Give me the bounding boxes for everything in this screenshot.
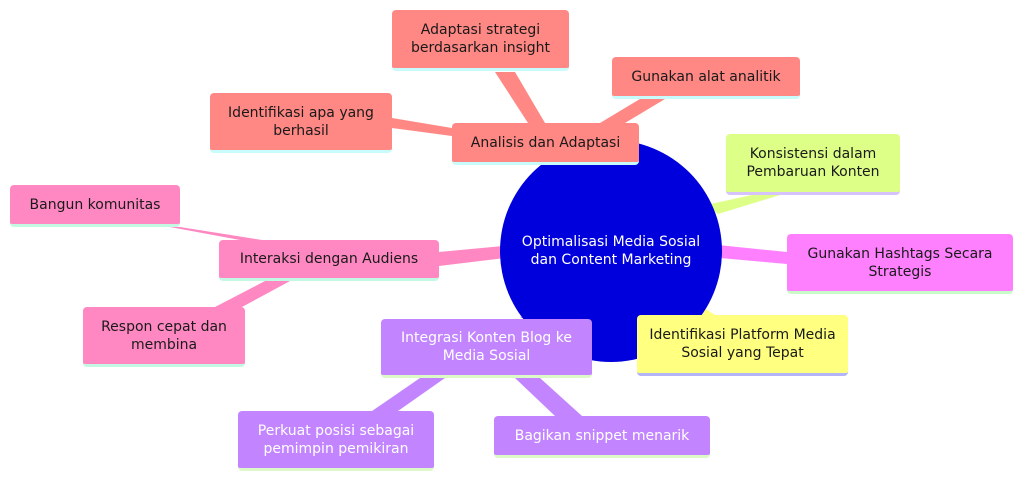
link-center-interaksi bbox=[439, 246, 505, 266]
branch-label: Analisis dan Adaptasi bbox=[470, 134, 621, 151]
branch-identifikasi-platform[interactable]: Identifikasi Platform Media Sosial yang … bbox=[637, 315, 848, 376]
link-analisis-gunakan-alat bbox=[600, 99, 665, 123]
leaf-gunakan-alat-analitik[interactable]: Gunakan alat analitik bbox=[612, 57, 800, 99]
leaf-bangun-komunitas[interactable]: Bangun komunitas bbox=[10, 185, 180, 227]
central-topic-label: Optimalisasi Media Sosial dan Content Ma… bbox=[521, 234, 701, 268]
branch-analisis-adaptasi[interactable]: Analisis dan Adaptasi bbox=[452, 123, 639, 165]
link-analisis-identifikasi bbox=[392, 118, 452, 136]
branch-konsistensi[interactable]: Konsistensi dalam Pembaruan Konten bbox=[726, 134, 900, 195]
leaf-label: Adaptasi strategi berdasarkan insight bbox=[410, 22, 551, 56]
leaf-identifikasi-berhasil[interactable]: Identifikasi apa yang berhasil bbox=[210, 93, 392, 153]
leaf-label: Bangun komunitas bbox=[29, 196, 161, 213]
link-interaksi-bangun bbox=[170, 227, 262, 240]
leaf-label: Respon cepat dan membina bbox=[101, 318, 227, 353]
link-integrasi-bagikan bbox=[515, 378, 582, 416]
branch-label: Gunakan Hashtags Secara Strategis bbox=[807, 245, 993, 280]
leaf-respon-cepat[interactable]: Respon cepat dan membina bbox=[83, 307, 245, 367]
leaf-label: Bagikan snippet menarik bbox=[514, 427, 690, 444]
branch-label: Interaksi dengan Audiens bbox=[239, 251, 419, 267]
link-center-konsistensi bbox=[706, 195, 780, 214]
leaf-bagikan-snippet[interactable]: Bagikan snippet menarik bbox=[494, 416, 710, 458]
leaf-perkuat-posisi[interactable]: Perkuat posisi sebagai pemimpin pemikira… bbox=[238, 411, 434, 471]
leaf-label: Perkuat posisi sebagai pemimpin pemikira… bbox=[257, 422, 415, 457]
leaf-adaptasi-strategi[interactable]: Adaptasi strategi berdasarkan insight bbox=[392, 10, 569, 71]
branch-hashtags[interactable]: Gunakan Hashtags Secara Strategis bbox=[787, 234, 1013, 294]
branch-label: Konsistensi dalam Pembaruan Konten bbox=[746, 146, 880, 180]
branch-interaksi-audiens[interactable]: Interaksi dengan Audiens bbox=[219, 240, 439, 281]
branch-label: Identifikasi Platform Media Sosial yang … bbox=[649, 327, 836, 361]
link-integrasi-perkuat bbox=[372, 378, 445, 411]
leaf-label: Identifikasi apa yang berhasil bbox=[228, 104, 374, 139]
leaf-label: Gunakan alat analitik bbox=[631, 68, 781, 85]
branch-integrasi-blog[interactable]: Integrasi Konten Blog ke Media Sosial bbox=[381, 319, 592, 378]
link-analisis-adaptasi bbox=[495, 72, 545, 123]
branch-label: Integrasi Konten Blog ke Media Sosial bbox=[401, 330, 572, 364]
link-interaksi-respon bbox=[215, 281, 290, 307]
link-center-hashtags bbox=[718, 245, 787, 264]
